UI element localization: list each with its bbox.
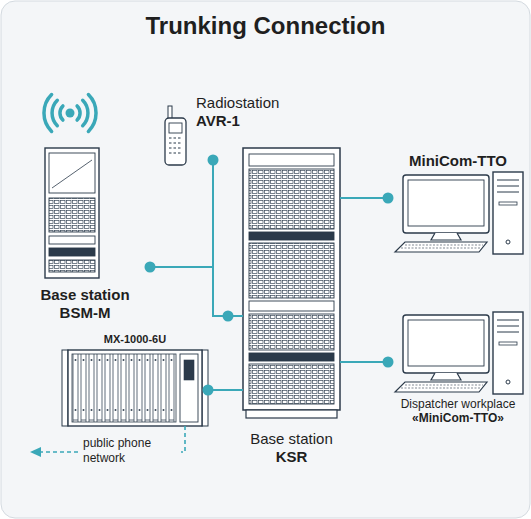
- connector: [150, 267, 243, 316]
- bsm-rack: [45, 148, 99, 278]
- computer: [395, 172, 523, 254]
- node-sublabel: KSR: [223, 448, 360, 466]
- connector: [213, 160, 243, 316]
- mx-chassis: [62, 350, 208, 426]
- connector: [340, 197, 388, 199]
- ksr-rack: [243, 148, 340, 418]
- diagram-title: Trunking Connection: [0, 12, 531, 40]
- node-label: MiniCom-TTO: [388, 152, 528, 170]
- radio-handset: [165, 106, 186, 165]
- text-group: Base stationKSR: [223, 430, 360, 466]
- node-label: Base station: [223, 430, 360, 448]
- text-group: Dispatcher workplace«MiniCom-TTO»: [382, 397, 531, 426]
- base-station: Base stationKSR: [243, 145, 340, 470]
- node-label: Base station BSM-M: [30, 286, 140, 322]
- node-label: Dispatcher workplace: [382, 397, 531, 411]
- text-group: RadiostationAVR-1: [196, 94, 294, 130]
- text-group: MX-1000-6U: [62, 333, 208, 346]
- workstation: MiniCom-TTO: [388, 150, 528, 255]
- computer: [395, 312, 523, 394]
- node-label: Radiostation: [196, 94, 294, 112]
- arrow-head: [30, 447, 41, 457]
- node-sublabel: «MiniCom-TTO»: [382, 411, 531, 425]
- antenna-dot: [66, 109, 75, 118]
- radio-waves: [44, 95, 96, 132]
- radio-station: RadiostationAVR-1: [160, 92, 295, 160]
- dispatcher-workstation: Dispatcher workplace«MiniCom-TTO»: [388, 315, 528, 433]
- text-group: MiniCom-TTO: [388, 152, 528, 170]
- switch-chassis: MX-1000-6U: [62, 333, 208, 427]
- connector-dot: [383, 193, 394, 204]
- node-sublabel: AVR-1: [196, 112, 294, 130]
- connector-dot: [203, 385, 214, 396]
- text-group: Base station BSM-M: [30, 286, 140, 322]
- connector: [340, 361, 388, 363]
- node-label: MX-1000-6U: [62, 333, 208, 346]
- connector-dot: [145, 262, 156, 273]
- base-station: Base station BSM-M: [20, 90, 150, 330]
- network-label: public phone network: [80, 436, 181, 466]
- connector-dot: [383, 357, 394, 368]
- connector-dot: [208, 155, 219, 166]
